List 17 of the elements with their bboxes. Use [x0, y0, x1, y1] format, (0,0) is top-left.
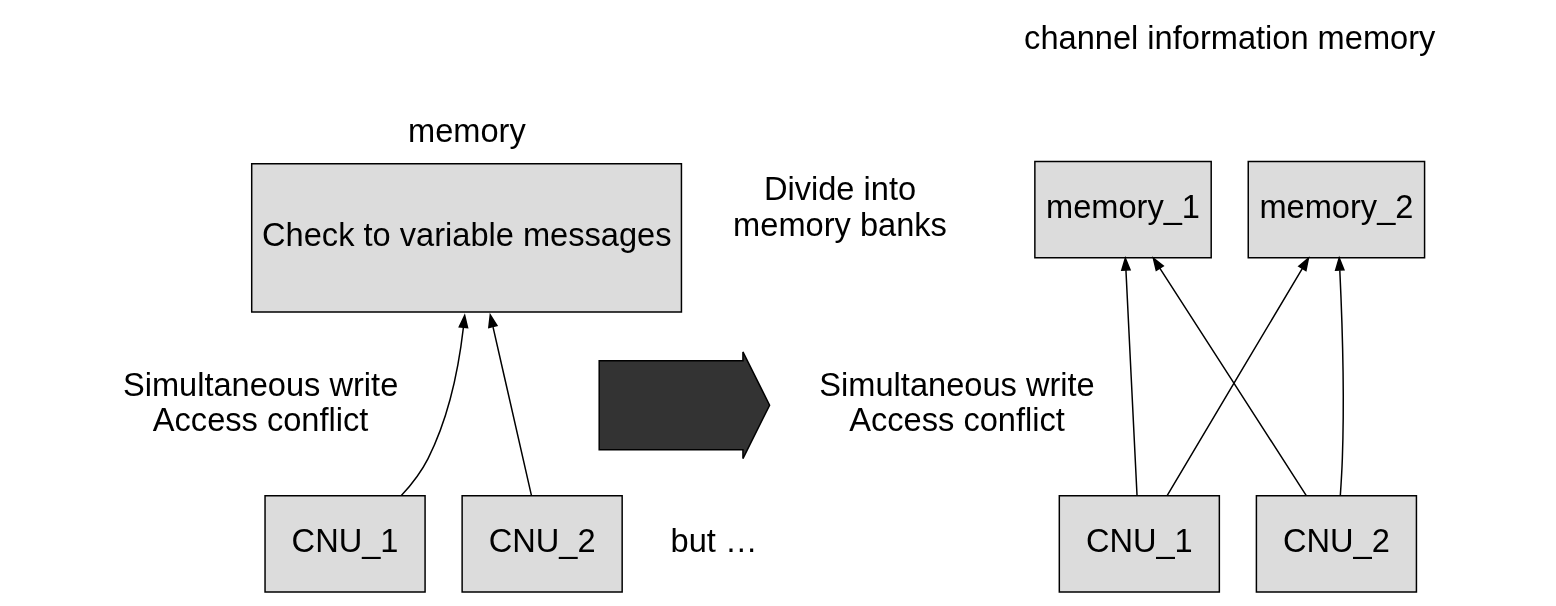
node-box: CNU_1	[1058, 494, 1220, 593]
node-box: CNU_1	[263, 494, 426, 593]
node-label: memory	[407, 112, 526, 150]
node-box: memory_1	[1033, 160, 1212, 259]
label: Simultaneous write Access conflict	[818, 365, 1095, 439]
label: Divide into memory banks	[732, 170, 947, 243]
arrow	[400, 313, 469, 497]
arrow	[1334, 255, 1345, 497]
node-box: CNU_2	[1255, 494, 1417, 593]
label: but …	[670, 522, 758, 560]
arrow	[487, 312, 532, 497]
label: Simultaneous write Access conflict	[122, 365, 398, 439]
node-box: CNU_2	[460, 494, 623, 593]
node-arrow	[597, 351, 770, 460]
label: channel information memory	[1023, 19, 1435, 57]
node-box: memory_2	[1247, 160, 1425, 259]
arrow	[1120, 255, 1138, 497]
